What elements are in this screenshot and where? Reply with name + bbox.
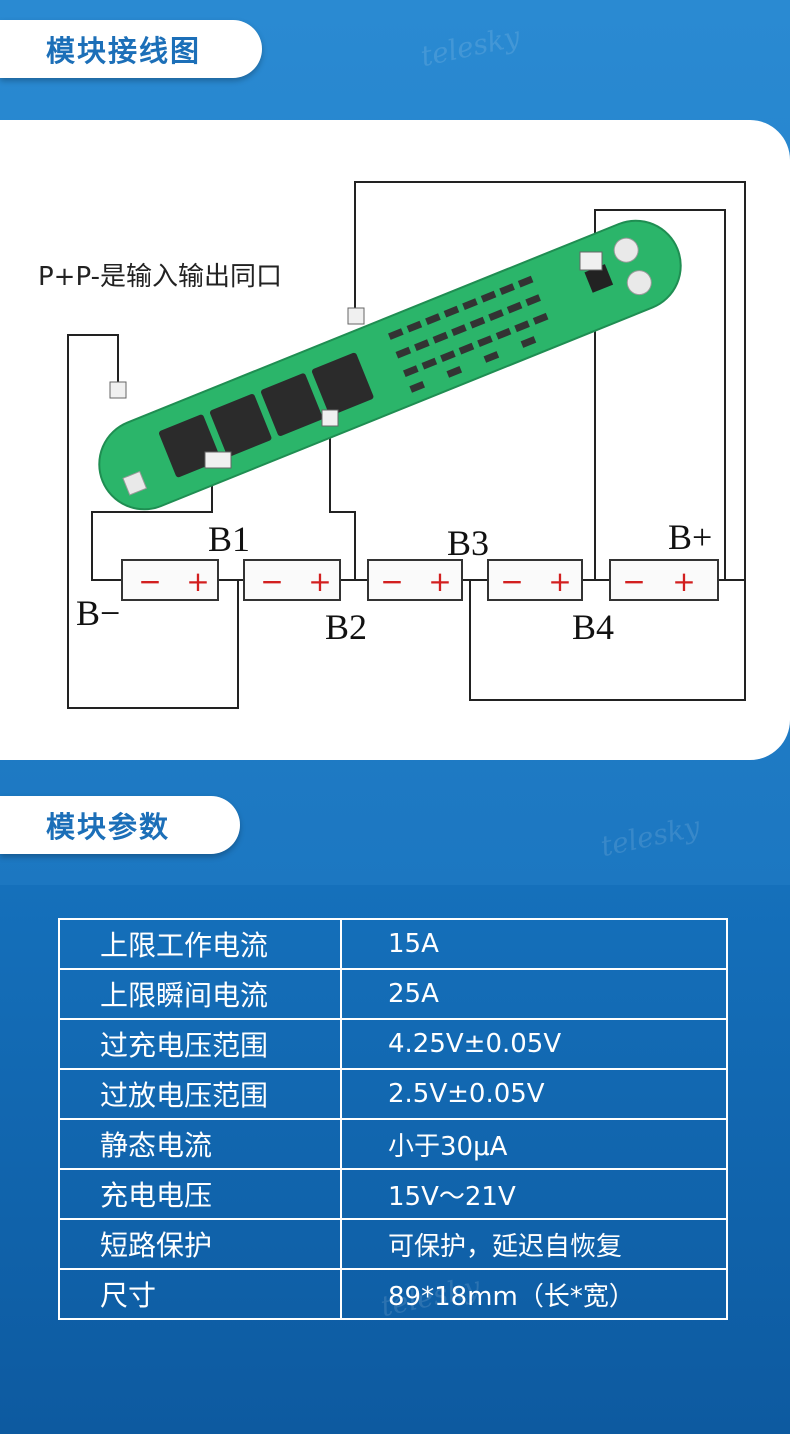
label-b-plus: B+ [668,517,713,557]
wire-bminus [91,450,213,581]
table-row: 短路保护可保护，延迟自恢复 [58,1218,728,1270]
param-value: 15V～21V [340,1168,728,1220]
svg-text:−: − [622,565,645,598]
wire-b2 [329,420,356,580]
svg-text:+: + [308,565,331,598]
svg-text:−: − [138,565,161,598]
section-title-wiring: 模块接线图 [0,20,262,78]
param-key: 过放电压范围 [58,1068,342,1120]
param-key: 充电电压 [58,1168,342,1220]
svg-text:+: + [672,565,695,598]
pad-b3 [347,307,365,325]
svg-text:−: − [380,565,403,598]
wire-b-plus [354,181,746,581]
wiring-diagram-panel: − + − + − + − + − + [0,120,790,760]
param-value: 15A [340,918,728,970]
svg-text:−: − [500,565,523,598]
param-value: 可保护，延迟自恢复 [340,1218,728,1270]
wire-b3-loop [469,580,746,701]
param-key: 上限瞬间电流 [58,968,342,1020]
param-key: 短路保护 [58,1218,342,1270]
pad-bminus [204,451,232,469]
battery-cell: − + [367,559,463,601]
pp-port-label: P+P-是输入输出同口 [38,262,282,292]
param-key: 过充电压范围 [58,1018,342,1070]
pad-b1 [109,381,127,399]
param-value: 小于30μA [340,1118,728,1170]
label-b1: B1 [208,519,251,559]
label-b4: B4 [572,607,615,647]
param-value: 4.25V±0.05V [340,1018,728,1070]
battery-cell: − + [243,559,341,601]
param-key: 尺寸 [58,1268,342,1320]
battery-cells: − + − + − + − + − + [121,559,719,601]
section-title-text: 模块参数 [46,810,171,844]
svg-text:−: − [260,565,283,598]
param-value: 25A [340,968,728,1020]
param-value: 2.5V±0.05V [340,1068,728,1120]
battery-cell: − + [121,559,219,601]
label-b2: B2 [325,607,368,647]
svg-text:+: + [186,565,209,598]
battery-cell: − + [609,559,719,601]
section-title-text: 模块接线图 [46,34,202,68]
wire-pminus-loop [67,334,239,709]
svg-text:+: + [548,565,571,598]
wiring-diagram: − + − + − + − + − + [67,181,746,709]
param-key: 静态电流 [58,1118,342,1170]
battery-cell: − + [487,559,583,601]
svg-text:+: + [428,565,451,598]
param-key: 上限工作电流 [58,918,342,970]
pad-b2 [321,409,339,427]
table-row: 静态电流小于30μA [58,1118,728,1170]
label-b3: B3 [447,523,490,563]
section-title-params: 模块参数 [0,796,240,854]
pad-pplus [579,251,603,271]
pcb-board [98,219,682,511]
label-b-minus: B− [76,593,121,633]
param-value: 89*18mm（长*宽） [340,1268,728,1320]
